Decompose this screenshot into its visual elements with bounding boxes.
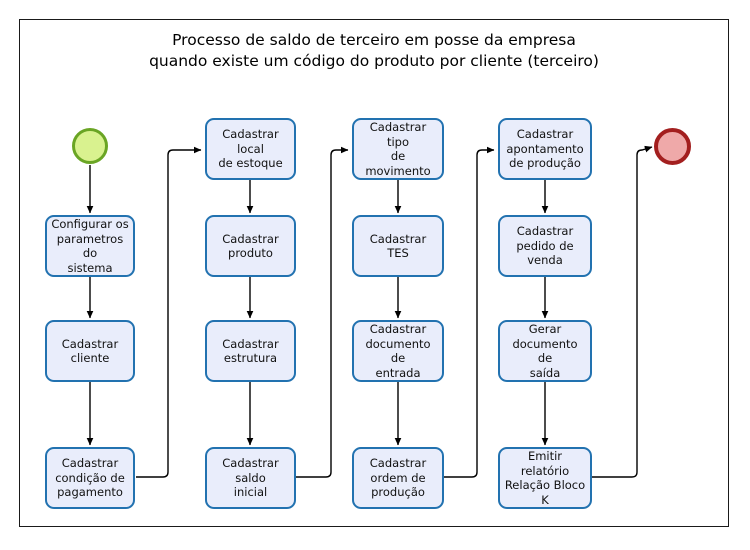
node-line: K bbox=[541, 492, 549, 507]
edge-ordem-producao-to-apontamento bbox=[444, 146, 495, 478]
node-line: Cadastrar bbox=[222, 231, 279, 246]
node-line: parametros do bbox=[56, 231, 124, 261]
node-line: Cadastrar bbox=[61, 456, 119, 471]
node-line: produto bbox=[228, 246, 273, 260]
node-cadastrar-apontamento-producao[interactable]: Cadastrar apontamento de produção bbox=[498, 118, 592, 180]
node-line: entrada bbox=[375, 365, 421, 380]
node-line: Cadastrar saldo bbox=[222, 456, 279, 485]
node-cadastrar-local-estoque[interactable]: Cadastrar local de estoque bbox=[205, 118, 296, 180]
node-line: Cadastrar bbox=[61, 336, 119, 351]
node-line: de produção bbox=[509, 156, 581, 171]
node-line: de movimento bbox=[365, 149, 431, 178]
node-line: Cadastrar bbox=[369, 456, 427, 471]
diagram-title: Processo de saldo de terceiro em posse d… bbox=[19, 30, 729, 72]
node-cadastrar-tipo-movimento[interactable]: Cadastrar tipo de movimento bbox=[352, 118, 444, 180]
node-cadastrar-tes[interactable]: Cadastrar TES bbox=[352, 215, 444, 277]
title-line-2: quando existe um código do produto por c… bbox=[149, 52, 599, 70]
node-line: estrutura bbox=[223, 351, 278, 365]
node-line: condição de bbox=[55, 470, 125, 485]
node-line: produção bbox=[371, 485, 425, 500]
node-line: Configurar os bbox=[51, 217, 129, 231]
edge-saldo-inicial-to-tipo-movimento bbox=[296, 146, 349, 478]
node-line: Cadastrar bbox=[516, 224, 574, 239]
node-cadastrar-saldo-inicial[interactable]: Cadastrar saldo inicial bbox=[205, 447, 296, 509]
node-cadastrar-ordem-producao[interactable]: Cadastrar ordem de produção bbox=[352, 447, 444, 509]
node-line: Cadastrar tipo bbox=[369, 120, 427, 149]
node-emitir-relatorio-bloco-k[interactable]: Emitir relatório Relação Bloco K bbox=[498, 447, 592, 509]
node-line: Cadastrar bbox=[369, 322, 427, 336]
node-cadastrar-documento-entrada[interactable]: Cadastrar documento de entrada bbox=[352, 320, 444, 382]
node-line: Cadastrar local bbox=[222, 127, 279, 156]
node-configurar-parametros[interactable]: Configurar os parametros do sistema bbox=[45, 215, 135, 277]
node-line: cliente bbox=[70, 351, 110, 365]
node-line: saída bbox=[529, 365, 561, 380]
node-gerar-documento-saida[interactable]: Gerar documento de saída bbox=[498, 320, 592, 382]
node-cadastrar-cliente[interactable]: Cadastrar cliente bbox=[45, 320, 135, 382]
node-cadastrar-produto[interactable]: Cadastrar produto bbox=[205, 215, 296, 277]
node-cadastrar-pedido-venda[interactable]: Cadastrar pedido de venda bbox=[498, 215, 592, 277]
node-cadastrar-estrutura[interactable]: Cadastrar estrutura bbox=[205, 320, 296, 382]
node-cadastrar-condicao-pagamento[interactable]: Cadastrar condição de pagamento bbox=[45, 447, 135, 509]
node-line: inicial bbox=[233, 485, 268, 500]
start-event-circle[interactable] bbox=[72, 128, 108, 164]
node-line: pedido de bbox=[516, 238, 574, 253]
node-line: Emitir relatório bbox=[520, 449, 570, 478]
title-line-1: Processo de saldo de terceiro em posse d… bbox=[172, 31, 576, 49]
edge-condicao-to-local-estoque bbox=[136, 146, 202, 478]
end-event-circle[interactable] bbox=[654, 128, 691, 165]
node-line: de estoque bbox=[218, 156, 283, 171]
node-line: Cadastrar TES bbox=[369, 231, 427, 261]
node-line: apontamento bbox=[506, 141, 584, 156]
node-line: venda bbox=[527, 253, 563, 268]
node-line: Cadastrar bbox=[516, 127, 574, 142]
node-line: sistema bbox=[67, 260, 113, 275]
node-line: Gerar bbox=[528, 322, 562, 336]
node-line: documento de bbox=[512, 336, 578, 366]
node-line: pagamento bbox=[57, 485, 123, 500]
node-line: ordem de bbox=[370, 470, 426, 485]
edge-relatorio-to-end bbox=[592, 145, 653, 478]
node-line: documento de bbox=[365, 336, 431, 366]
node-line: Relação Bloco bbox=[504, 478, 586, 492]
node-line: Cadastrar bbox=[222, 336, 279, 351]
